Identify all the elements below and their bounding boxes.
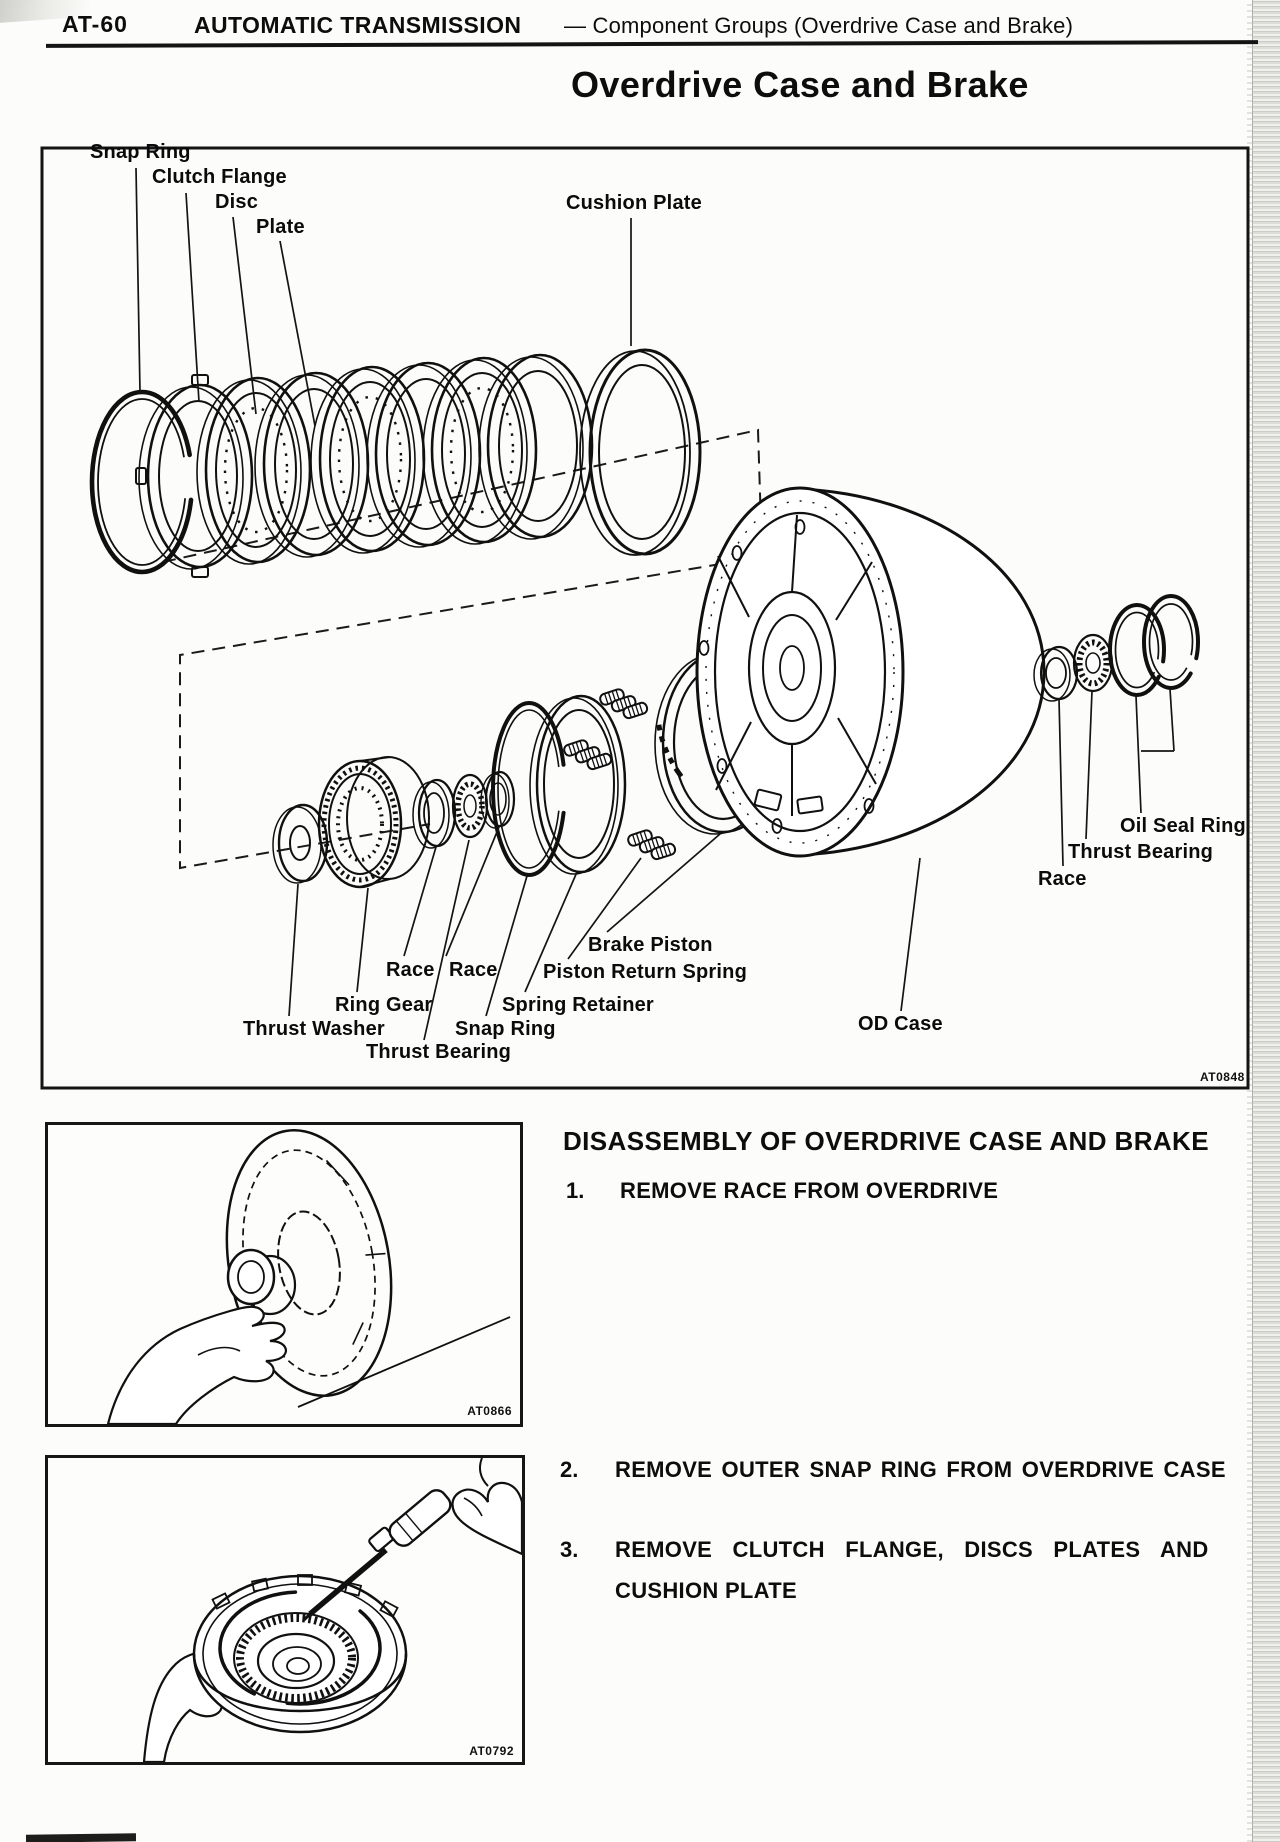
part-label-od-case: OD Case (858, 1013, 943, 1035)
part-label-piston-return-spring: Piston Return Spring (543, 961, 747, 983)
part-label-plate: Plate (256, 216, 305, 238)
dashed-assembly-outline (162, 428, 764, 870)
part-label-cushion-plate: Cushion Plate (566, 192, 702, 214)
thrust-bearing-right-drawing (1072, 633, 1114, 693)
step-3-text-line1: REMOVE CLUTCH FLANGE, DISCS PLATES AND (615, 1537, 1209, 1562)
figure-box-2: AT0792 (45, 1455, 525, 1765)
part-label-thrust-bearing-bottom: Thrust Bearing (366, 1041, 512, 1063)
snap-ring-large-drawing (491, 701, 567, 877)
od-case-drawing (695, 486, 1046, 858)
page-code: AT-60 (62, 11, 128, 37)
step-2-number: 2. (560, 1457, 579, 1482)
part-label-clutch-flange: Clutch Flange (152, 166, 287, 188)
part-label-thrust-washer: Thrust Washer (243, 1018, 385, 1040)
figure-1-illustration (106, 1129, 511, 1424)
diagram-frame (40, 146, 1250, 1090)
scan-bottom-mark (25, 1833, 137, 1842)
step-2-text: REMOVE OUTER SNAP RING FROM OVERDRIVE CA… (615, 1457, 1226, 1482)
part-label-race-b: Race (449, 959, 498, 981)
scan-binding-edge (1252, 0, 1280, 1842)
part-label-snap-ring-top: Snap Ring (90, 141, 191, 163)
part-label-thrust-bearing-right: Thrust Bearing (1068, 841, 1214, 863)
figure-code-1: AT0866 (467, 1404, 512, 1418)
right-parts-drawing (1033, 594, 1200, 702)
figure-code-2: AT0792 (469, 1744, 514, 1758)
part-label-ring-gear: Ring Gear (335, 994, 433, 1016)
step-1-text: REMOVE RACE FROM OVERDRIVE (620, 1178, 999, 1203)
part-label-disc: Disc (215, 191, 259, 213)
part-label-snap-ring-bottom: Snap Ring (455, 1018, 556, 1040)
oil-seal-rings-drawing (1108, 594, 1200, 697)
page-title: Overdrive Case and Brake (571, 64, 1029, 105)
step-3-text-line2: CUSHION PLATE (615, 1578, 797, 1603)
exploded-diagram (40, 146, 1250, 1090)
leader-lines (135, 167, 1175, 1041)
figure-2-illustration (142, 1458, 522, 1762)
step-3-number: 3. (560, 1537, 579, 1562)
clutch-pack-drawing (92, 348, 702, 579)
figure-code-main: AT0848 (1200, 1070, 1245, 1084)
spring-retainer-drawing (529, 694, 627, 875)
step-1-number: 1. (566, 1178, 585, 1203)
part-label-race-right: Race (1038, 868, 1087, 890)
part-label-oil-seal-ring: Oil Seal Ring (1120, 815, 1246, 837)
part-label-race-a: Race (386, 959, 435, 981)
header-rule (45, 40, 1259, 48)
ring-gear-drawing (317, 756, 430, 889)
figure-box-1: AT0866 (45, 1122, 523, 1427)
disassembly-heading: DISASSEMBLY OF OVERDRIVE CASE AND BRAKE (563, 1126, 1209, 1156)
part-label-spring-retainer: Spring Retainer (502, 994, 654, 1016)
race-left-drawing (412, 778, 457, 849)
part-label-brake-piston: Brake Piston (588, 934, 713, 956)
header-subsection: — Component Groups (Overdrive Case and B… (564, 13, 1074, 38)
header-section-title: AUTOMATIC TRANSMISSION (194, 12, 522, 38)
